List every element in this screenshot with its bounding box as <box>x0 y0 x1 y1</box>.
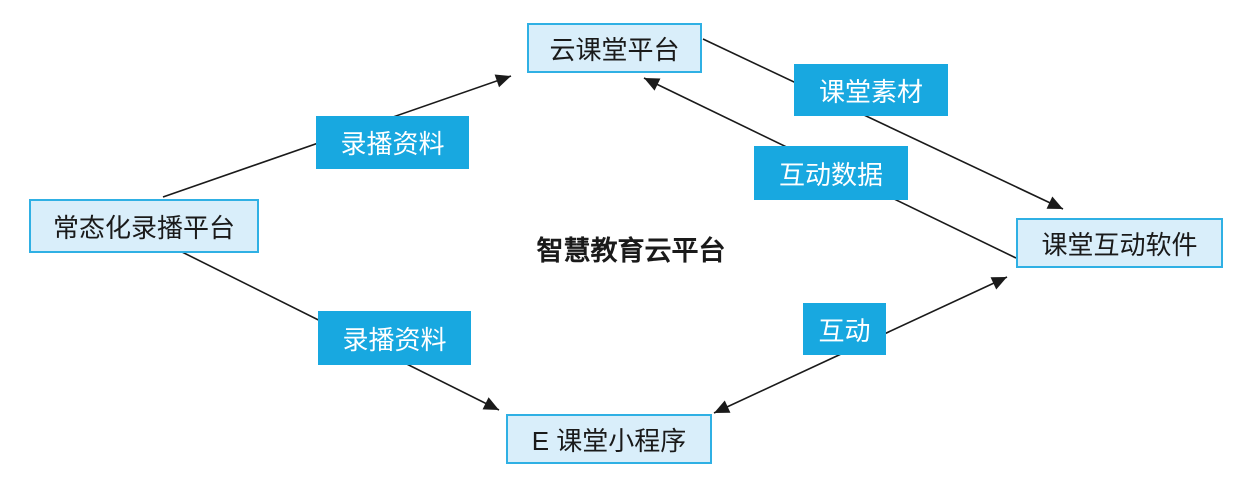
edge-cloud-to-interactive <box>702 38 1064 210</box>
edge-label-recorded-materials-top: 录播资料 <box>316 116 469 169</box>
diagram-title: 智慧教育云平台 <box>536 236 726 266</box>
node-classroom-interactive-software: 课堂互动软件 <box>1016 218 1223 268</box>
edge-label-interaction: 互动 <box>803 303 886 355</box>
node-e-classroom-miniprogram: E 课堂小程序 <box>506 414 712 464</box>
edge-label-interaction-data: 互动数据 <box>754 146 908 200</box>
node-cloud-classroom-platform: 云课堂平台 <box>527 23 702 73</box>
edge-label-classroom-materials: 课堂素材 <box>794 64 948 116</box>
edge-label-recorded-materials-bottom: 录播资料 <box>318 311 471 365</box>
node-normalized-recording-platform: 常态化录播平台 <box>29 199 259 253</box>
